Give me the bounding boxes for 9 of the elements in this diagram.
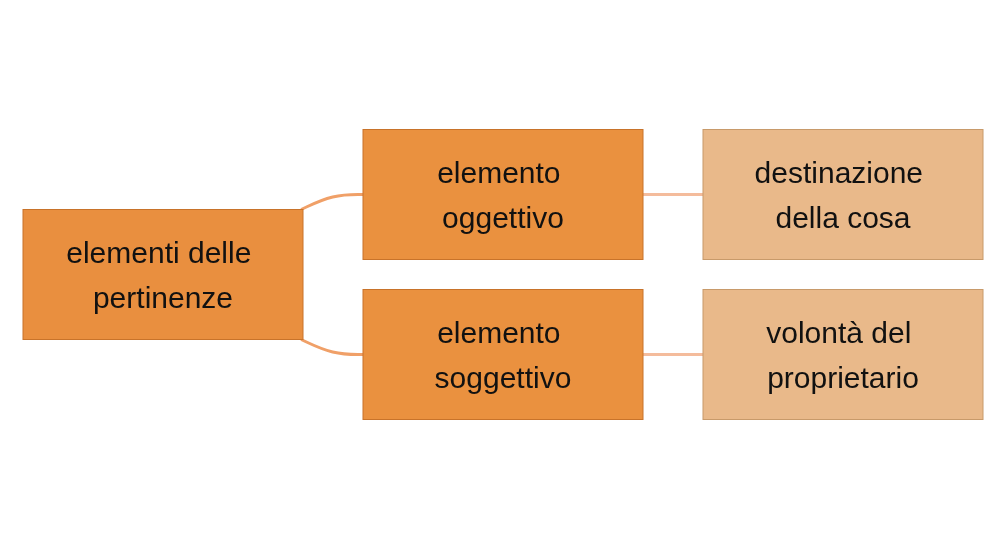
node-box: elemento oggettivo: [362, 129, 643, 260]
connector: [300, 193, 363, 211]
node-box: elementi delle pertinenze: [22, 209, 303, 340]
node-box: destinazione della cosa: [702, 129, 983, 260]
node-box: elemento soggettivo: [362, 289, 643, 420]
connector: [642, 193, 703, 196]
connector: [642, 353, 703, 356]
connector: [300, 338, 363, 356]
node-box: volontà del proprietario: [702, 289, 983, 420]
